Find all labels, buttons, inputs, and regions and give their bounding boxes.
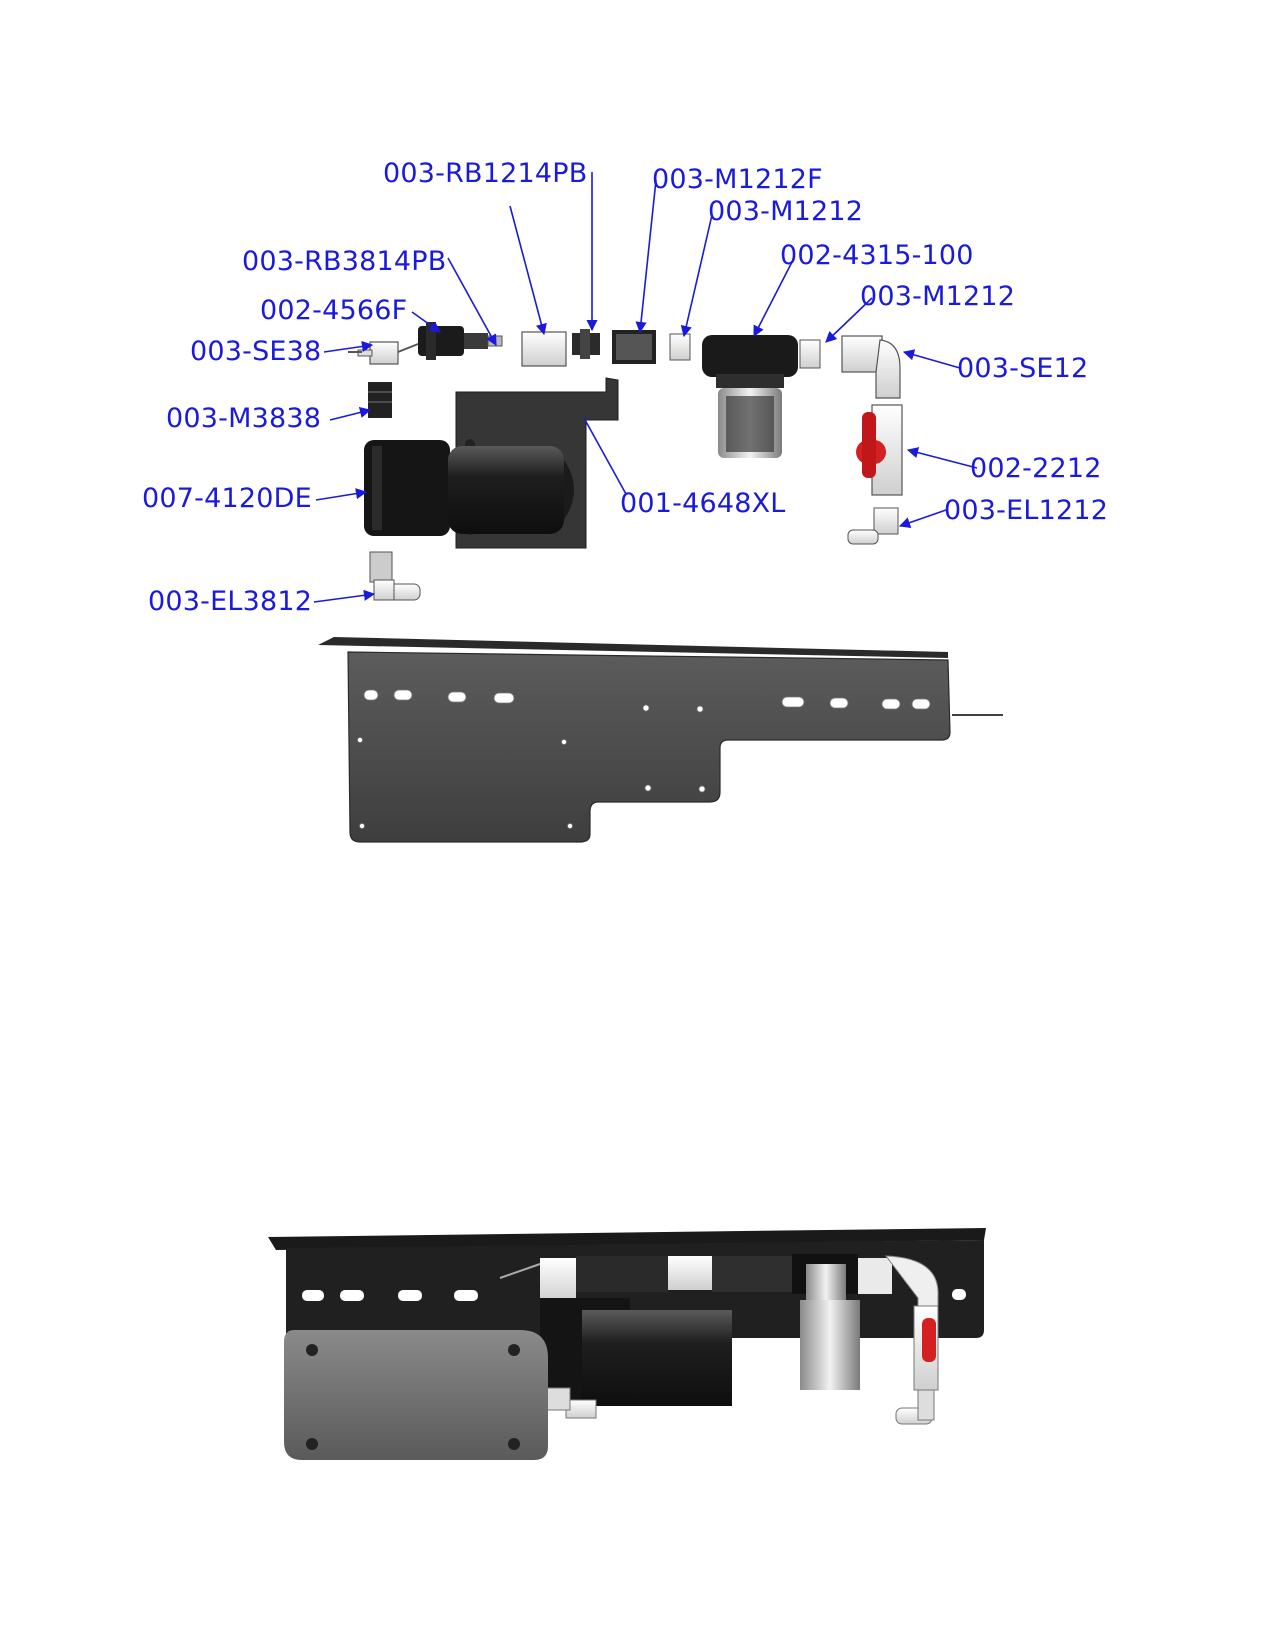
mounting-plate-drawing xyxy=(318,637,1003,843)
callout-m1212-top: 003-M1212 xyxy=(708,196,864,227)
part-hex-nipple xyxy=(572,329,600,359)
callout-pump: 007-4120DE xyxy=(142,483,312,514)
callout-se38: 003-SE38 xyxy=(190,336,322,367)
assembled-view-drawing xyxy=(268,1228,986,1460)
part-nipple xyxy=(669,333,691,361)
callout-check-valve: 002-4566F xyxy=(260,295,408,326)
part-filter-housing xyxy=(702,335,798,458)
part-check-valve xyxy=(418,322,503,360)
part-hose-barb-elbow-left xyxy=(348,341,419,365)
part-pump xyxy=(364,440,574,536)
callout-rb1214pb: 003-RB1214PB xyxy=(383,158,588,189)
part-reducing-bushing xyxy=(521,331,567,367)
callout-el3812: 003-EL3812 xyxy=(148,586,313,617)
callout-m1212f: 003-M1212F xyxy=(652,164,823,195)
callout-se12: 003-SE12 xyxy=(957,353,1089,384)
part-street-elbow-right xyxy=(841,335,901,399)
callout-el1212: 003-EL1212 xyxy=(944,495,1109,526)
part-nipple-right xyxy=(799,339,821,369)
part-elbow-right-bottom xyxy=(847,507,899,545)
callout-m1212-right: 003-M1212 xyxy=(860,281,1016,312)
callout-bracket: 001-4648XL xyxy=(620,488,786,519)
callout-ball-valve: 002-2212 xyxy=(970,453,1102,484)
part-ball-valve xyxy=(856,404,903,496)
part-elbow-left-bottom xyxy=(369,551,421,601)
part-coupling xyxy=(612,330,656,364)
callout-filter-housing: 002-4315-100 xyxy=(780,240,974,271)
part-male-adapter xyxy=(368,382,392,418)
callout-rb3814pb: 003-RB3814PB xyxy=(242,246,447,277)
callout-m3838: 003-M3838 xyxy=(166,403,322,434)
leader-lines xyxy=(313,172,978,603)
